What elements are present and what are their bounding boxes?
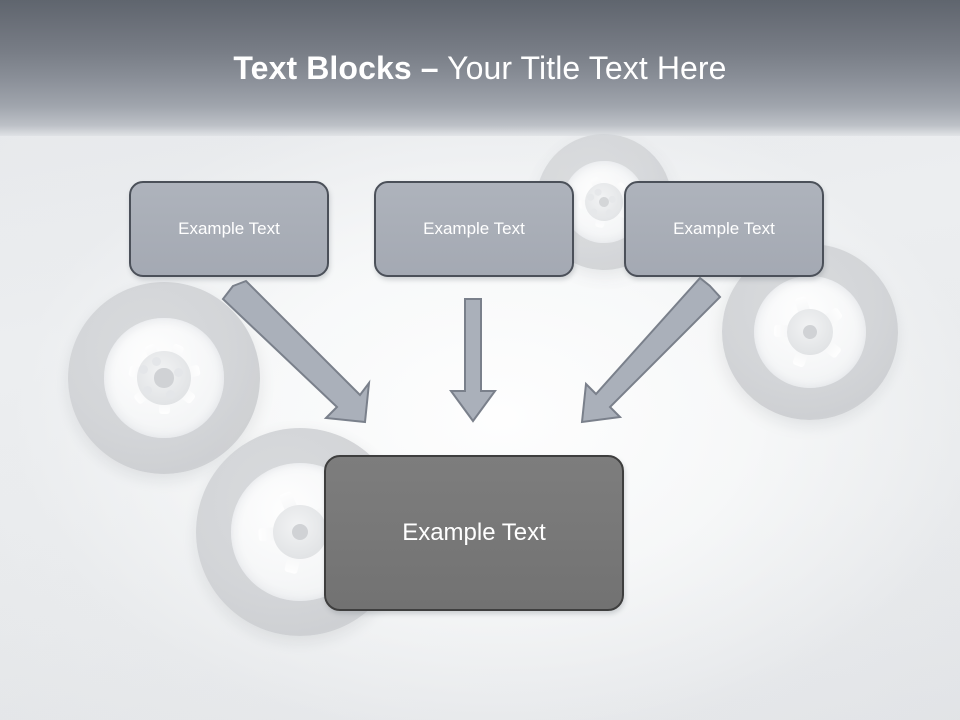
title-separator: –: [420, 50, 439, 86]
text-block-3-label: Example Text: [673, 219, 775, 238]
text-block-2[interactable]: Example Text: [374, 181, 574, 277]
title-light: Your Title Text Here: [447, 50, 727, 86]
text-block-main[interactable]: Example Text: [324, 455, 624, 611]
text-block-main-label: Example Text: [402, 519, 546, 546]
title-strong: Text Blocks: [233, 50, 412, 86]
text-block-3[interactable]: Example Text: [624, 181, 824, 277]
text-block-2-label: Example Text: [423, 219, 525, 238]
page-title: Text Blocks – Your Title Text Here: [0, 50, 960, 87]
title-band: [0, 0, 960, 136]
text-block-1-label: Example Text: [178, 219, 280, 238]
text-block-1[interactable]: Example Text: [129, 181, 329, 277]
